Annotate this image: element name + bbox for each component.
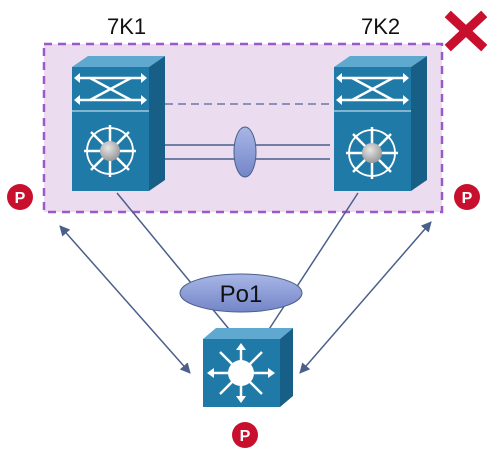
peer-link-bundle-oval: [233, 126, 257, 178]
p-badge-left: P: [7, 184, 33, 210]
uplink-7k1: [116, 192, 239, 341]
po1-label: Po1: [220, 281, 263, 308]
switch-7k1-label: 7K1: [107, 14, 146, 39]
right-bidirectional-arrow: [299, 221, 432, 374]
red-x-icon: [444, 10, 487, 52]
p-badge-right: P: [454, 184, 480, 210]
switch-7k2-icon: [334, 56, 427, 191]
svg-text:P: P: [15, 190, 26, 207]
svg-text:P: P: [462, 190, 473, 207]
switch-7k1-icon: [72, 56, 165, 191]
svg-text:P: P: [240, 428, 251, 445]
p-badge-bottom: P: [232, 422, 258, 448]
access-switch-icon: [203, 328, 293, 407]
switch-7k2-label: 7K2: [361, 14, 400, 39]
left-bidirectional-arrow: [59, 225, 191, 374]
uplink-7k2: [261, 192, 359, 341]
